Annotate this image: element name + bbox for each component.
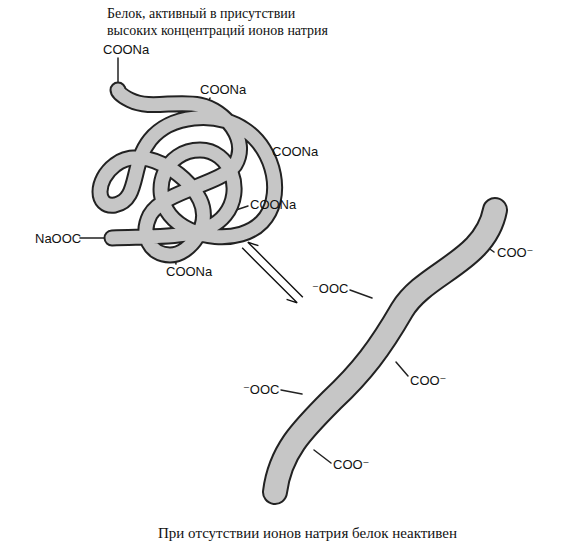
carboxyl-group-label: NaOOC [35,231,81,246]
side-chain [314,450,331,463]
carboxyl-group-label: COO⁻ [410,373,446,388]
carboxyl-group-label: COO⁻ [333,457,369,472]
carboxyl-group-label: COONa [250,197,296,212]
caption-text: При отсутствии ионов натрия белок неакти… [158,524,558,542]
protein-state: При отсутствии ионов натрия белок неакти… [300,300,480,480]
equilibrium-arrow [242,242,303,303]
folded-protein-outline [100,90,275,255]
side-chain [350,290,372,298]
unfolded-protein-outline [275,210,495,492]
side-chains [80,58,494,463]
carboxyl-group-label: COONa [272,144,318,159]
carboxyl-group-label: ⁻OOC [312,281,348,296]
carboxyl-group-label: COO⁻ [497,245,533,260]
carboxyl-group-label: COONa [166,264,212,279]
folded-protein [100,90,275,255]
side-chain [396,362,408,376]
carboxyl-group-label: COONa [200,82,246,97]
heading-text: Белок, активный в присутствии высоких ко… [107,5,339,39]
side-chain [80,237,106,239]
carboxyl-group-label: ⁻OOC [243,382,279,397]
protein-state: Белок, активный в присутствии высоких ко… [95,95,245,245]
side-chain [281,390,302,394]
carboxyl-group-label: COONa [103,42,149,57]
unfolded-protein [275,210,495,492]
